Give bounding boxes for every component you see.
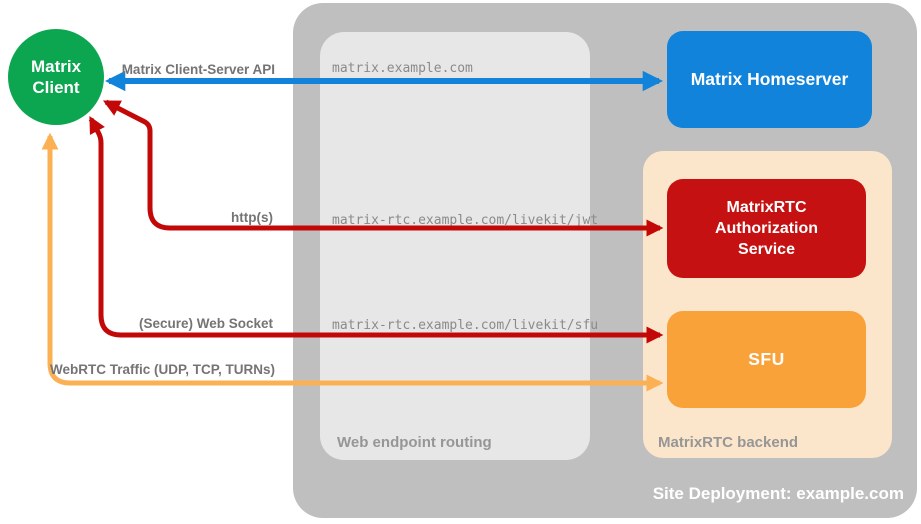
endpoint-matrix-example-com: matrix.example.com (332, 61, 473, 76)
label-client-server-api: Matrix Client-Server API (121, 62, 275, 77)
node-matrix-homeserver: Matrix Homeserver (667, 31, 872, 128)
label-https: http(s) (231, 210, 273, 225)
matrixrtc-backend-label: MatrixRTC backend (658, 434, 799, 451)
label-secure-web-socket: (Secure) Web Socket (138, 316, 273, 331)
site-deployment-label: Site Deployment: example.com (652, 484, 904, 503)
matrix-client-label: Matrix Client (30, 57, 82, 97)
node-matrixrtc-authorization-service: MatrixRTC Authorization Service (667, 179, 866, 278)
auth-service-label: MatrixRTC Authorization Service (714, 199, 819, 258)
label-webrtc-traffic: WebRTC Traffic (UDP, TCP, TURNs) (49, 362, 275, 377)
web-endpoint-routing-box: Web endpoint routing (320, 32, 590, 460)
endpoint-livekit-sfu: matrix-rtc.example.com/livekit/sfu (332, 318, 599, 333)
endpoint-livekit-jwt: matrix-rtc.example.com/livekit/jwt (332, 213, 599, 228)
sfu-label: SFU (748, 349, 785, 369)
matrix-homeserver-label: Matrix Homeserver (690, 69, 849, 89)
node-matrix-client: Matrix Client (8, 29, 104, 125)
web-endpoint-routing-label: Web endpoint routing (337, 434, 492, 451)
node-sfu: SFU (667, 311, 866, 408)
